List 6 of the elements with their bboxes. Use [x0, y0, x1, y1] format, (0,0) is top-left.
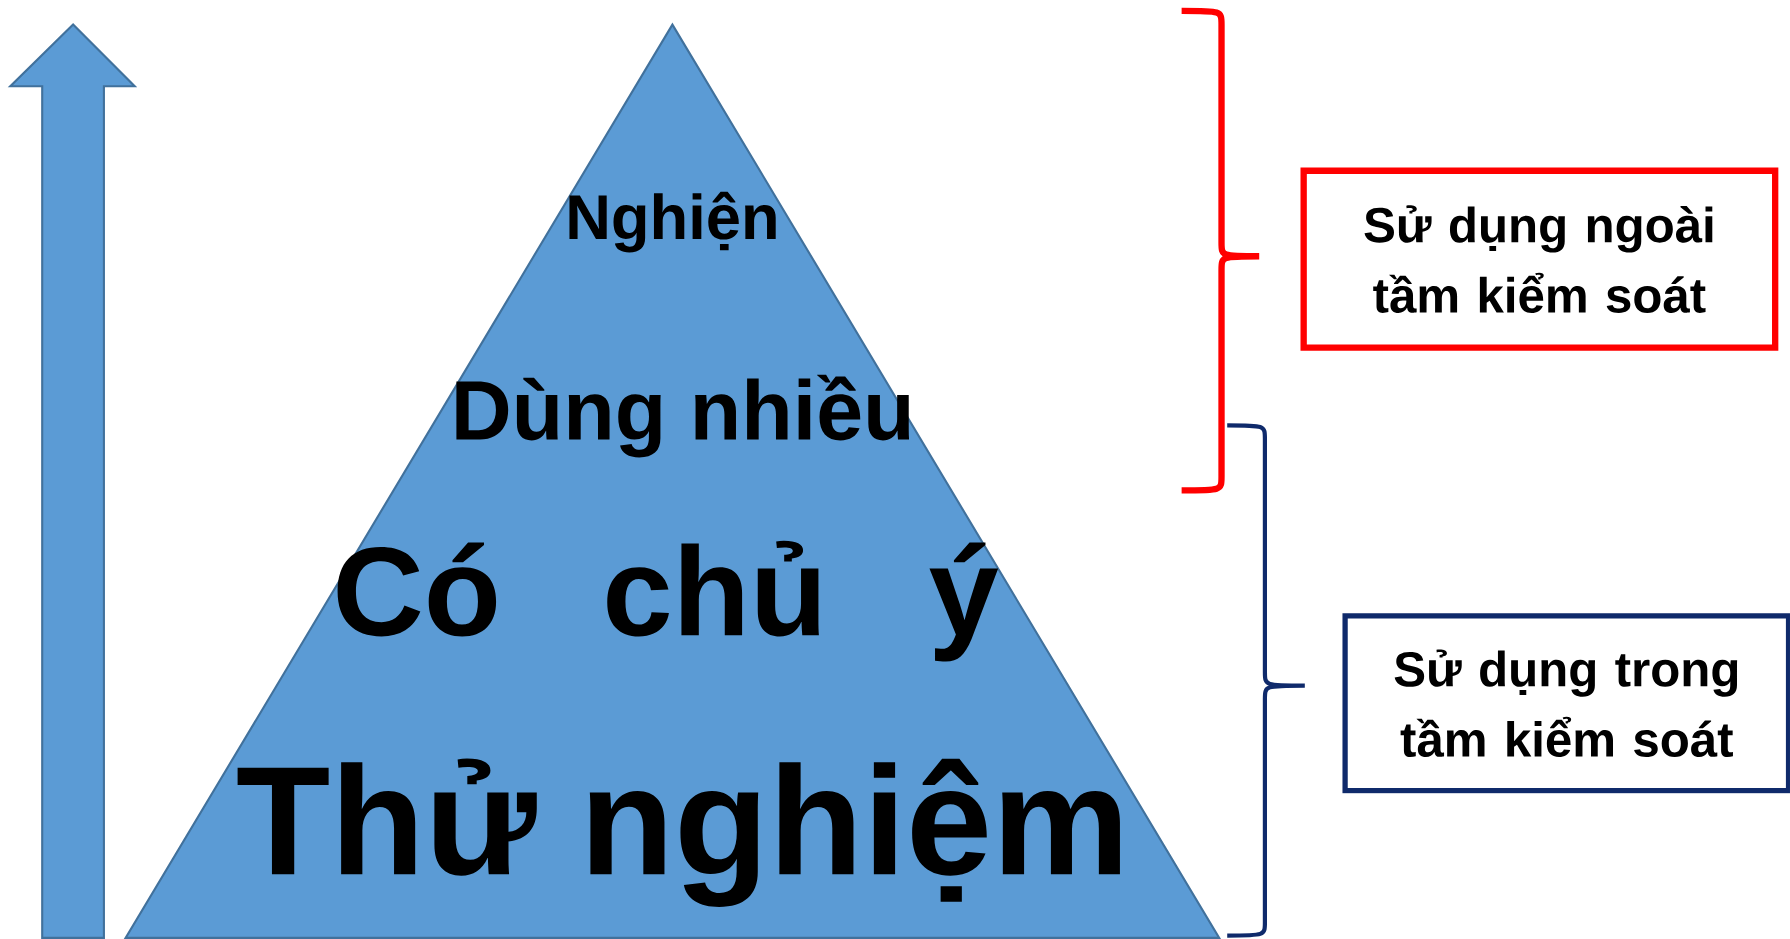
label-box: Sử dụng trong tầm kiểm soát	[1342, 613, 1790, 794]
level-label: Dùng nhiều	[456, 374, 910, 458]
level-label: Thử nghiệm	[237, 758, 1120, 907]
level-label: Nghiện	[569, 191, 776, 253]
level-label: Có chủ ý	[337, 540, 999, 662]
label-box: Sử dụng ngoài tầm kiểm soát	[1300, 167, 1779, 351]
